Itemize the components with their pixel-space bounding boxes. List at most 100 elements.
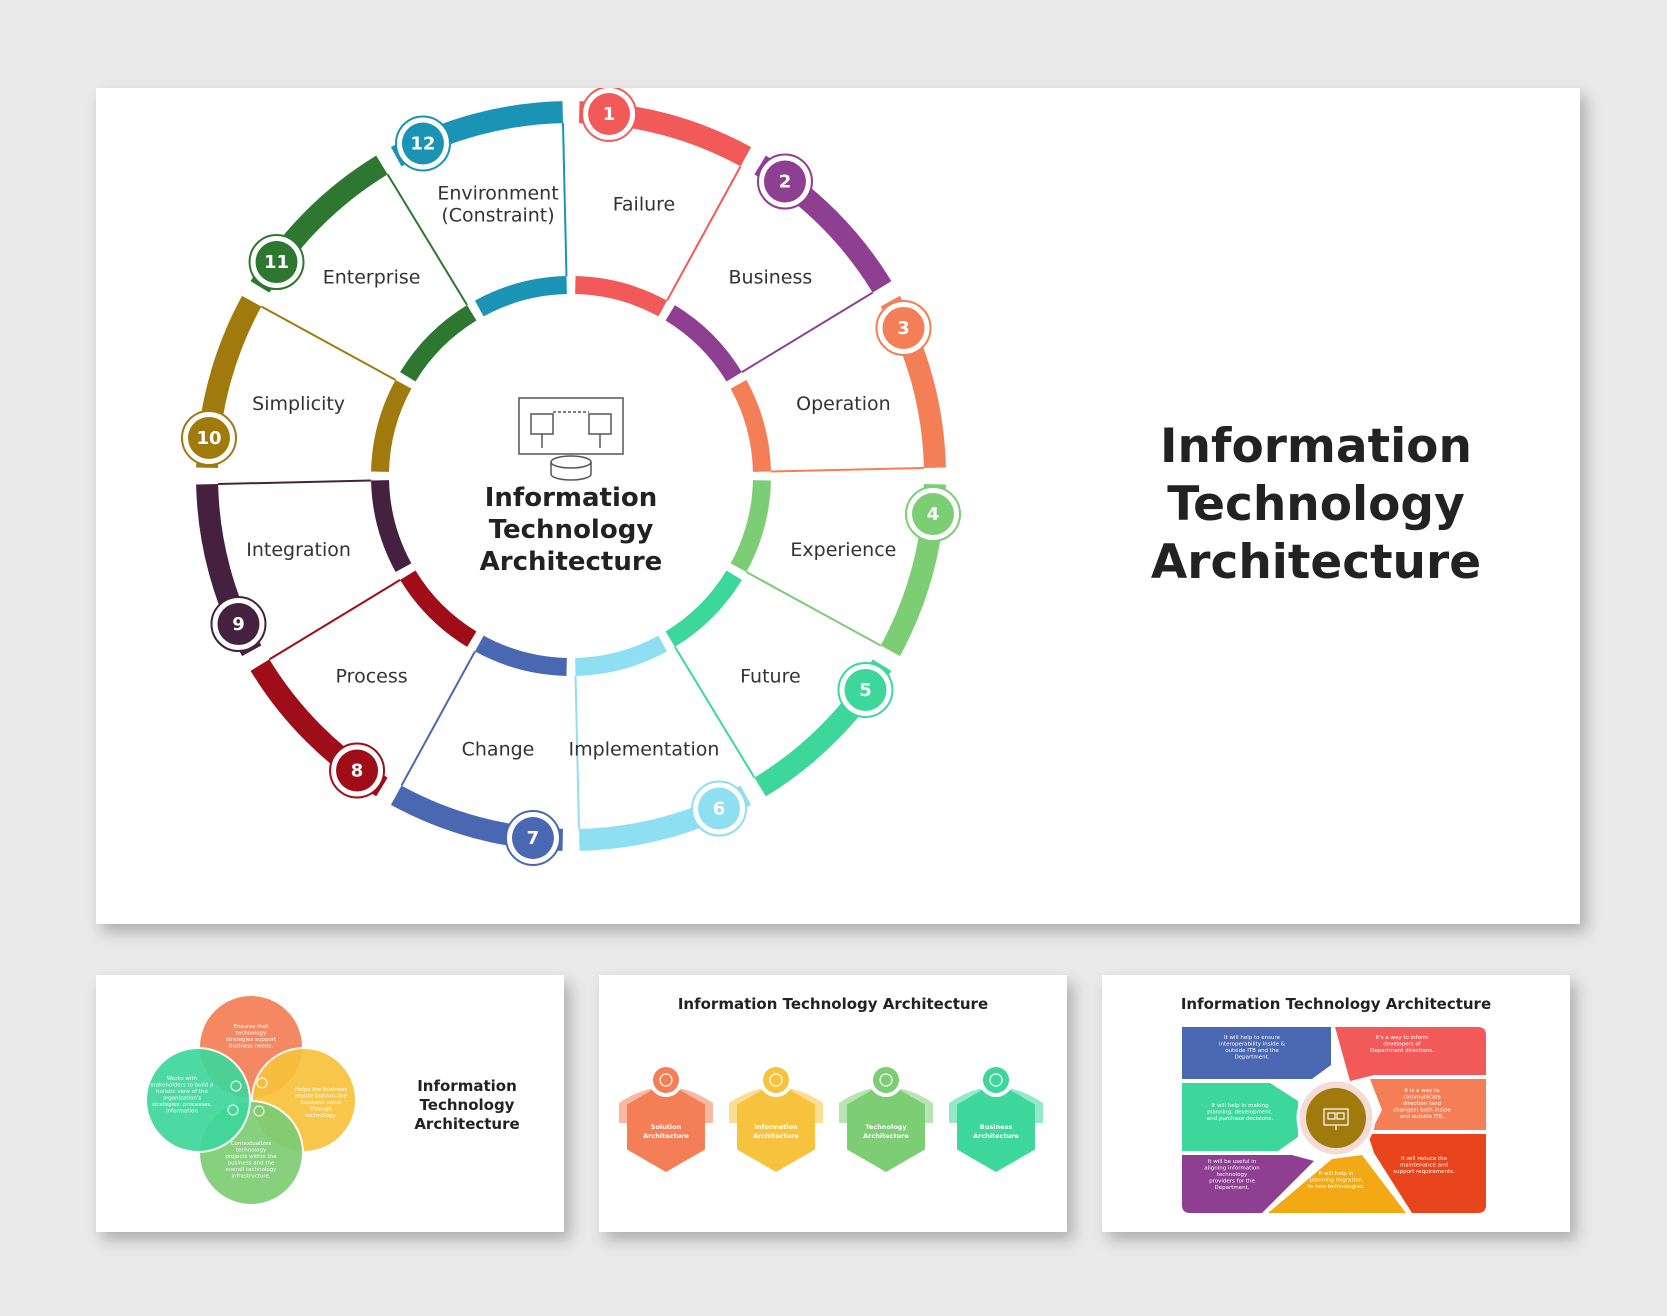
center-title-line: Architecture (480, 547, 663, 577)
petal-text: strategies, processes, (152, 1102, 212, 1108)
petal-text: infrastructure. (231, 1174, 271, 1180)
slide-title-line: Technology (1167, 477, 1465, 532)
petal-text: business value (301, 1100, 342, 1106)
panel-shape (1268, 1155, 1406, 1213)
panel-text: to new technologies. (1307, 1184, 1364, 1190)
segment-side-line (770, 466, 924, 473)
panel-text: and outside ITB. (1400, 1114, 1445, 1120)
petal-text: projects within the (225, 1154, 277, 1160)
petal-text: organization's (163, 1096, 202, 1102)
segment-label: Integration (246, 539, 351, 561)
badge-number: 11 (264, 252, 289, 273)
thumbnail-title-line: Technology (419, 1096, 515, 1114)
panel-text: It's a way to inform (1375, 1035, 1428, 1041)
segment-inner-arc (665, 570, 742, 647)
segment-inner-arc (400, 570, 477, 647)
badge-circle (511, 817, 554, 860)
panel-text: communicate (1403, 1095, 1441, 1101)
badge-number: 2 (779, 172, 792, 193)
petal-text: realize bottom-line (295, 1094, 347, 1100)
badge-number: 6 (713, 799, 726, 820)
segment-inner-arc (730, 480, 771, 573)
segment-side-line (574, 675, 581, 829)
icon-badge-inner (653, 1067, 679, 1093)
panel-text: direction (and (1403, 1101, 1441, 1107)
panel-text: Department directions. (1370, 1048, 1434, 1054)
segment-side-line (666, 165, 742, 302)
segment-side-line (386, 173, 468, 306)
segment-side-line (745, 571, 882, 647)
thumbnail-title-line: Architecture (414, 1115, 520, 1133)
badge-number: 12 (410, 133, 435, 154)
segment-inner-arc (474, 635, 567, 676)
panel-text: maintenance and (1400, 1163, 1448, 1169)
segment-inner-arc (400, 305, 477, 382)
badge-circle (217, 603, 260, 646)
thumbnail-slide-3[interactable]: Information Technology Architecture It w… (1102, 975, 1570, 1232)
petal-text: Works with (167, 1076, 198, 1082)
segment-label: Implementation (569, 738, 720, 760)
center-title-line: Information (485, 483, 658, 513)
hexagon-label: Technology (865, 1123, 907, 1131)
icon-badge-inner (983, 1067, 1009, 1093)
panel-shape (1370, 1079, 1486, 1130)
petal-text: through (310, 1107, 332, 1113)
slide-title-line: Information (1160, 419, 1472, 474)
segment-label: Environment (437, 183, 558, 205)
badge-circle (844, 668, 887, 711)
badge-circle (336, 749, 379, 792)
panel-shape (1182, 1027, 1331, 1079)
petal-text: information (166, 1109, 198, 1115)
wheel-segment-2: Business 2 (665, 153, 892, 382)
petal-text: business needs. (229, 1044, 273, 1050)
hexagon-shape (737, 1082, 815, 1172)
wheel-segment-12: Environment(Constraint) 12 (390, 101, 568, 317)
segment-label: (Constraint) (441, 205, 554, 227)
segment-label: Future (740, 665, 801, 687)
thumbnail-title: Information Technology Architecture (1180, 995, 1492, 1013)
panel-shape (1368, 1134, 1486, 1213)
thumbnail-slide-2[interactable]: Information Technology Architecture Solu… (599, 975, 1067, 1232)
thumbnail-title-line: Information (417, 1077, 517, 1095)
segment-inner-arc (575, 276, 668, 317)
petal-icon (227, 1104, 239, 1116)
panel-text: interoperability inside & (1219, 1042, 1286, 1048)
panel-text: changes) both inside (1393, 1108, 1451, 1114)
panel-text: planning, development, (1207, 1110, 1273, 1116)
segment-side-line (741, 291, 874, 373)
segment-label: Experience (790, 539, 896, 561)
segment-label: Business (729, 267, 813, 289)
icon-badge-inner (873, 1067, 899, 1093)
panel-text: and purchase decisions. (1207, 1116, 1274, 1122)
panel-text: It will reduce the (1401, 1156, 1448, 1162)
badge-circle (401, 122, 444, 165)
petal-text: stakeholders to build a (151, 1083, 214, 1089)
panel-text: providers for the (1209, 1179, 1255, 1185)
badge-number: 9 (232, 614, 245, 635)
segment-label: Operation (796, 393, 891, 415)
petal-text: overall technology (226, 1167, 278, 1173)
badge-circle (698, 787, 741, 830)
petal-icon (253, 1105, 265, 1117)
petal-text: technology (236, 1031, 267, 1037)
badge-number: 3 (897, 318, 910, 339)
badge-circle (763, 160, 806, 203)
segment-label: Process (336, 665, 408, 687)
segment-side-line (260, 305, 397, 381)
badge-number: 7 (527, 828, 540, 849)
